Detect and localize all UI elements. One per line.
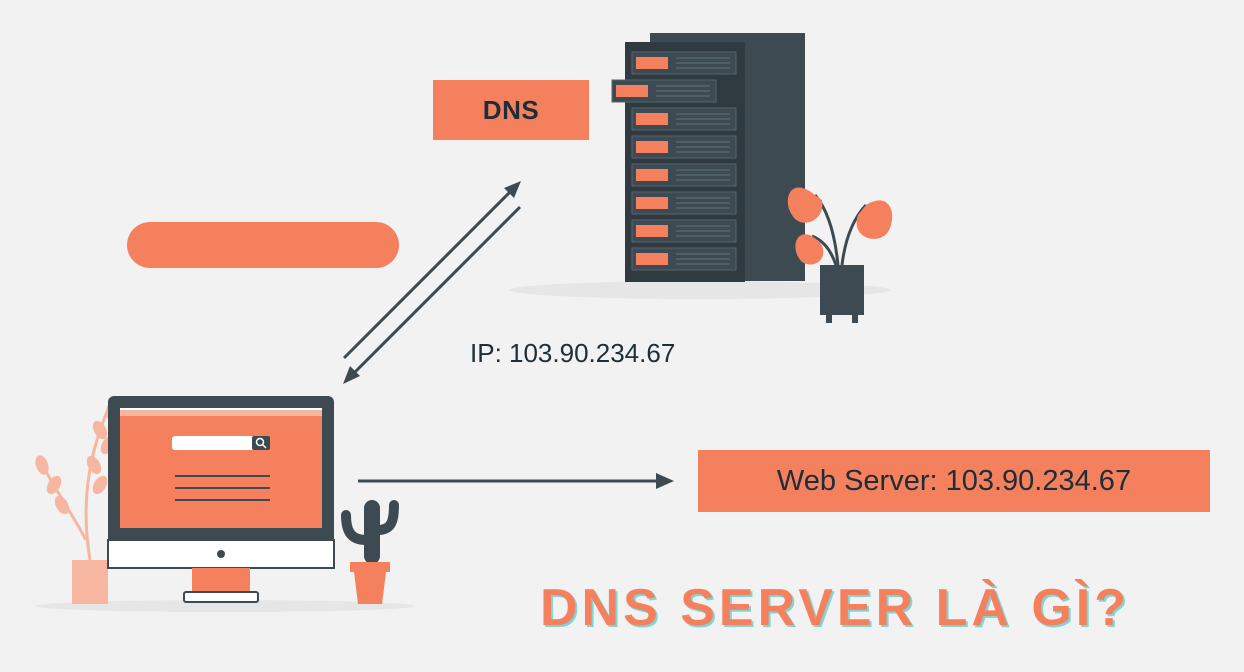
server-rack-icon	[611, 33, 805, 282]
decorative-pill	[127, 222, 399, 268]
page-title: DNS SERVER LÀ GÌ?	[540, 579, 1131, 637]
web-server-label: Web Server: 103.90.234.67	[698, 450, 1210, 512]
server-slot-lights	[636, 57, 668, 69]
computer-floor-shadow	[35, 600, 415, 612]
plant-icon	[787, 187, 893, 323]
server-slot-lights	[636, 169, 668, 181]
server-slot-lights	[616, 85, 648, 97]
server-slot-lights	[636, 113, 668, 125]
ip-address-text: IP: 103.90.234.67	[470, 338, 676, 368]
server-slot-lights	[636, 197, 668, 209]
dns-request-arrow	[342, 181, 521, 360]
server-floor-shadow	[510, 281, 890, 299]
cactus-icon	[341, 500, 399, 604]
web-request-arrow	[358, 473, 674, 489]
server-slot-lights	[636, 225, 668, 237]
server-slot-lights	[636, 253, 668, 265]
branch-plant-icon	[35, 402, 118, 604]
server-slot-lights	[636, 141, 668, 153]
computer-monitor-icon	[107, 396, 335, 603]
dns-label: DNS	[433, 80, 589, 140]
dns-response-arrow	[343, 205, 522, 384]
